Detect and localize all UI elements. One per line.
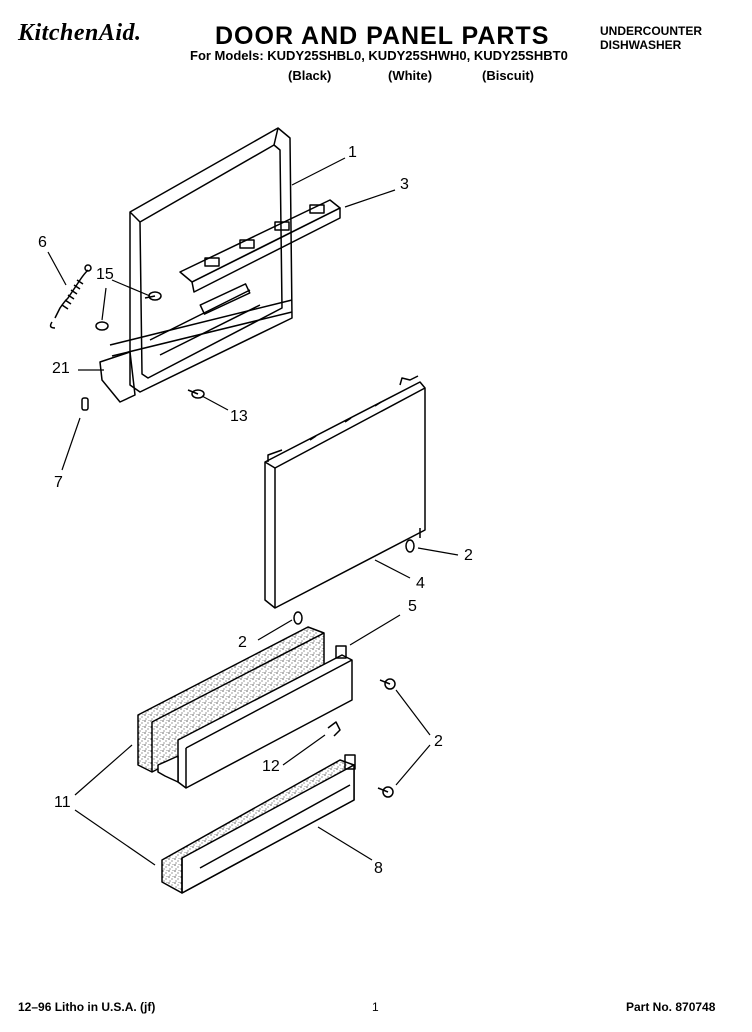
footer-print-info: 12–96 Litho in U.S.A. (jf) bbox=[18, 1000, 156, 1014]
part-outer-panel bbox=[264, 375, 426, 625]
callout-2-a: 2 bbox=[464, 547, 473, 564]
brand-logo: KitchenAid. bbox=[18, 20, 142, 46]
part-inner-door-frame bbox=[99, 127, 293, 403]
part-screws-upper bbox=[81, 291, 205, 411]
part-latch-bar bbox=[179, 199, 341, 293]
callout-8: 8 bbox=[374, 860, 383, 877]
footer-part-number: Part No. 870748 bbox=[626, 1000, 716, 1014]
variant-white: (White) bbox=[388, 68, 433, 83]
page-title: DOOR AND PANEL PARTS bbox=[215, 22, 550, 50]
callout-13: 13 bbox=[230, 408, 248, 425]
leader-lines bbox=[47, 157, 459, 866]
product-type: UNDERCOUNTER DISHWASHER bbox=[600, 24, 702, 52]
callout-7: 7 bbox=[54, 474, 63, 491]
callout-2-b: 2 bbox=[238, 634, 247, 651]
product-line-1: UNDERCOUNTER bbox=[600, 24, 702, 38]
part-screws-lower bbox=[377, 678, 396, 798]
callout-21: 21 bbox=[52, 360, 70, 377]
callout-5: 5 bbox=[408, 598, 417, 615]
variant-black: (Black) bbox=[288, 68, 332, 83]
footer-page-number: 1 bbox=[372, 1000, 379, 1014]
callout-1: 1 bbox=[348, 144, 357, 161]
callout-4: 4 bbox=[416, 575, 425, 592]
callout-6: 6 bbox=[38, 234, 47, 251]
part-door-spring bbox=[49, 264, 92, 329]
part-bracket bbox=[327, 721, 341, 737]
part-toe-panel bbox=[157, 645, 353, 789]
callout-11: 11 bbox=[54, 794, 71, 811]
models-line: For Models: KUDY25SHBL0, KUDY25SHWH0, KU… bbox=[190, 48, 568, 63]
callout-3: 3 bbox=[400, 176, 409, 193]
callout-2-c: 2 bbox=[434, 733, 443, 750]
callout-15: 15 bbox=[96, 266, 114, 283]
part-kick-plate bbox=[161, 754, 356, 894]
callout-12: 12 bbox=[262, 758, 280, 775]
variant-biscuit: (Biscuit) bbox=[482, 68, 534, 83]
product-line-2: DISHWASHER bbox=[600, 38, 682, 52]
